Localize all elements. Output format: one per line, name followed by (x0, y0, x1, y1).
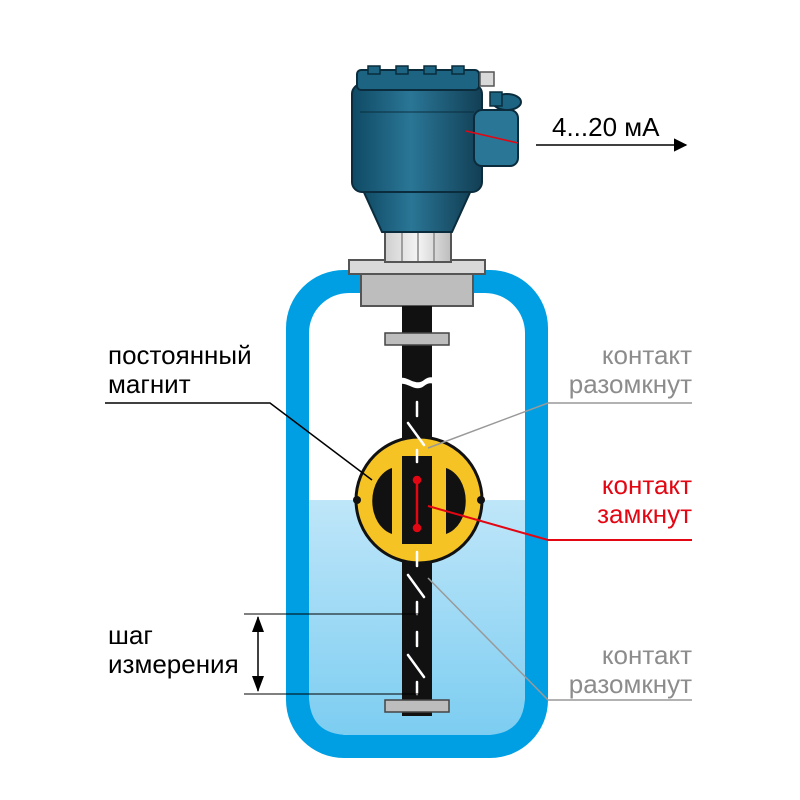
contact-closed-line2: замкнут (597, 499, 692, 529)
reed-switch-open-top (406, 400, 426, 464)
contact-closed-line1: контакт (602, 470, 692, 500)
contact-closed-callout: контакт замкнут (427, 470, 692, 541)
magnet-left (372, 468, 392, 534)
step-arrow-down (252, 676, 264, 692)
rod-top-stop (384, 332, 450, 346)
contact-open-bottom-line1: контакт (602, 640, 692, 670)
magnet-right (446, 468, 466, 534)
flange-block (360, 271, 474, 307)
housing-neck (360, 187, 474, 233)
rod-bottom-stop (384, 699, 450, 713)
magnet-label-line2: магнит (108, 369, 191, 399)
transmitter-housing (351, 65, 522, 233)
contact-open-bottom-callout: контакт разомкнут (427, 577, 692, 701)
contact-open-bottom-leader (427, 577, 692, 701)
contact-open-top-line1: контакт (602, 340, 692, 370)
output-signal: 4...20 мА (536, 112, 688, 152)
contact-open-top-leader (427, 402, 692, 449)
magnet-callout: постоянный магнит (105, 340, 373, 481)
magnet-leader (105, 402, 373, 481)
contact-open-bottom-line2: разомкнут (569, 669, 692, 699)
contact-open-top-callout: контакт разомкнут (427, 340, 692, 449)
housing-body (351, 83, 483, 193)
contact-open-top-line2: разомкнут (569, 369, 692, 399)
housing-screw (479, 71, 495, 87)
output-signal-label: 4...20 мА (552, 112, 660, 142)
step-label-line2: измерения (108, 649, 239, 679)
magnet-label-line1: постоянный (108, 340, 252, 370)
rod-break (396, 377, 440, 389)
reed-switches (406, 400, 426, 696)
contact-closed-leader (427, 505, 692, 541)
float (353, 435, 485, 565)
reed-switch-open-bottom (406, 630, 426, 696)
measurement-step-callout: шаг измерения (108, 613, 420, 695)
reed-switch-closed (412, 475, 422, 533)
reed-switch-open-middle (406, 550, 426, 616)
step-arrow-up (252, 616, 264, 632)
mounting-flange (348, 231, 486, 307)
step-label-line1: шаг (108, 620, 153, 650)
housing-lid (356, 69, 480, 91)
